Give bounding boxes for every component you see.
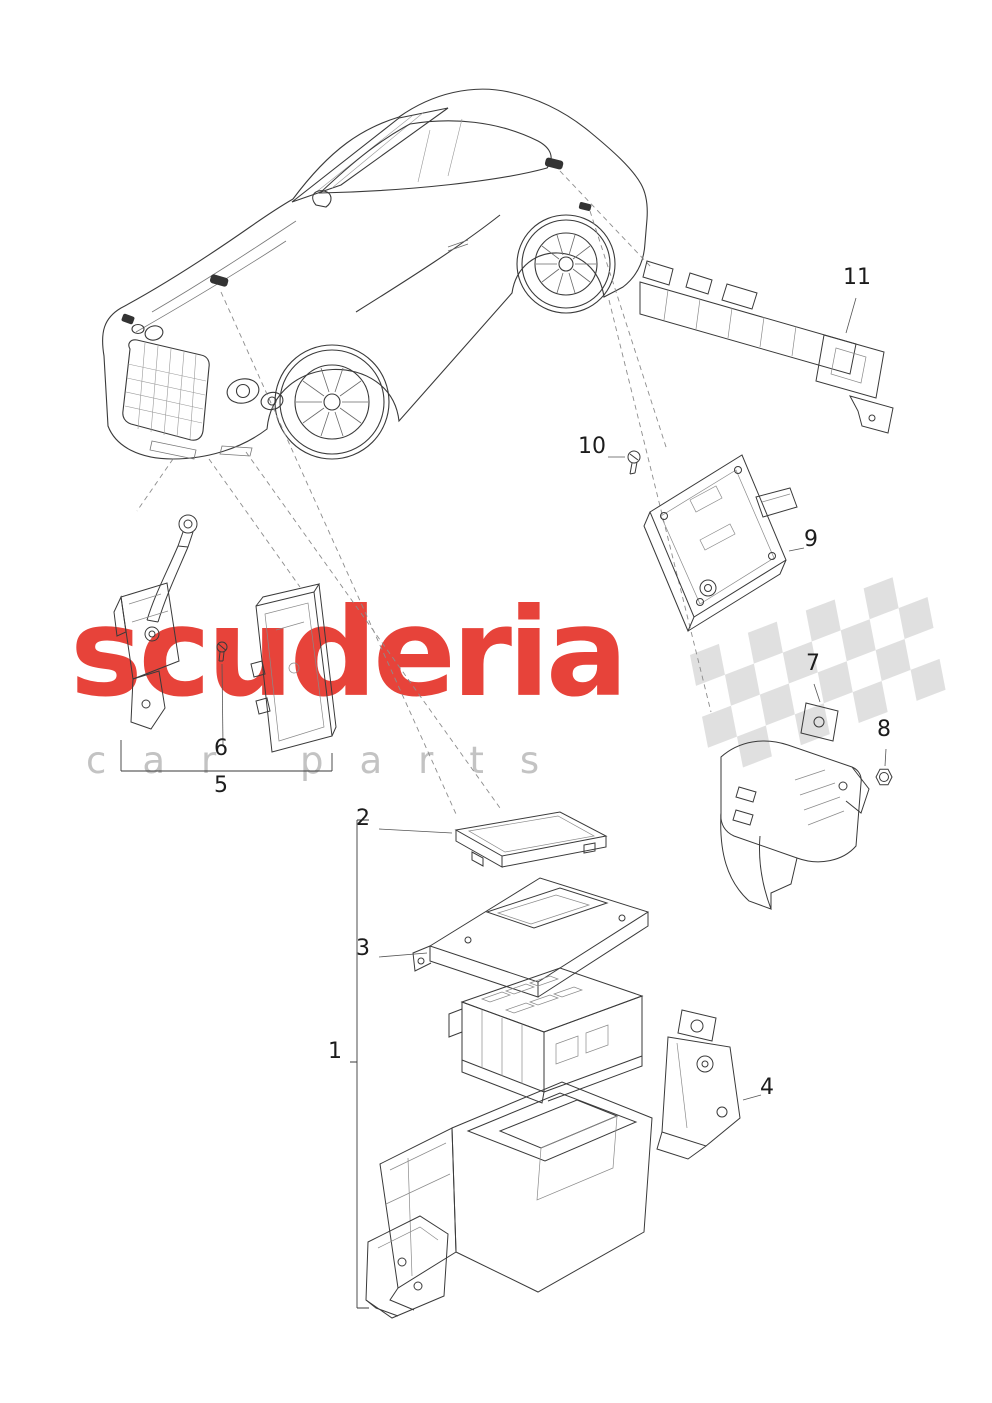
side-glass <box>318 120 552 194</box>
part-10-screw <box>608 450 641 475</box>
part-7-side-bracket <box>720 683 870 910</box>
callout-6: 6 <box>214 736 228 761</box>
mount-point-markers <box>121 157 592 325</box>
callout-10: 10 <box>578 434 606 459</box>
part-2-fuse-box-cover <box>378 811 608 868</box>
car-body-silhouette <box>102 88 648 460</box>
callout-7: 7 <box>806 651 820 676</box>
part-11-mounting-bracket <box>639 260 894 434</box>
front-grille <box>122 339 210 441</box>
brand-watermark-subtitle: car parts <box>86 739 576 782</box>
group-5-bracket-line <box>120 740 333 772</box>
hood-creases <box>135 220 297 333</box>
callout-9: 9 <box>804 527 818 552</box>
part-8-nut <box>875 748 893 786</box>
callout-2: 2 <box>356 806 370 831</box>
assembly-1-bracket-line <box>350 819 369 1309</box>
callout-1: 1 <box>328 1039 342 1064</box>
part-6-screw <box>216 641 228 746</box>
part-5-sensor-bracket-left <box>113 514 198 730</box>
car-illustration <box>102 88 648 460</box>
front-wheel <box>274 344 390 460</box>
dashed-leader-lines <box>136 170 712 815</box>
part-4-retaining-bracket <box>656 1009 762 1160</box>
lower-housing <box>379 1081 653 1311</box>
fuse-holder-block <box>448 967 644 1104</box>
side-mirror <box>312 190 332 208</box>
part-9-control-unit <box>643 454 805 633</box>
callout-8: 8 <box>877 717 891 742</box>
bumper-intakes <box>149 440 253 460</box>
callout-4: 4 <box>760 1075 774 1100</box>
callout-3: 3 <box>356 936 370 961</box>
part-5-module-right <box>250 583 337 753</box>
callout-11: 11 <box>843 265 871 290</box>
door-line <box>355 214 501 313</box>
housing-corner-piece <box>365 1215 449 1319</box>
rear-wheel <box>516 214 616 314</box>
callout-5: 5 <box>214 773 228 798</box>
